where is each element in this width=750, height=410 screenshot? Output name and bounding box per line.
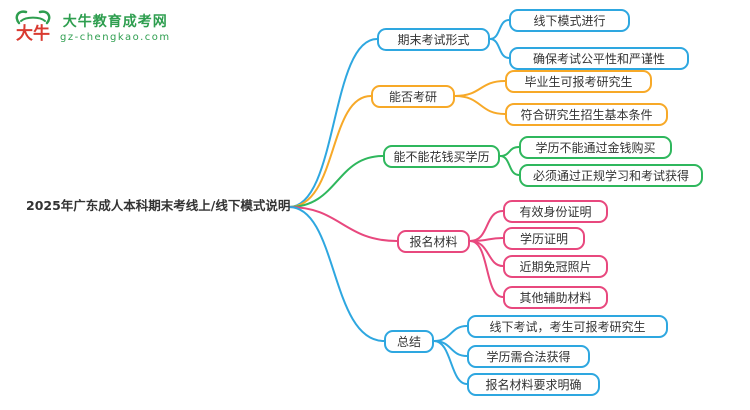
root-topic: 2025年广东成人本科期末考线上/线下模式说明 xyxy=(26,198,291,213)
logo-mark-text: 大牛 xyxy=(16,23,50,44)
child-formal-study: 必须通过正规学习和考试获得 xyxy=(519,164,703,187)
child-no-money-buy: 学历不能通过金钱购买 xyxy=(519,136,672,159)
site-logo: 大牛 大牛教育成考网 gz-chengkao.com xyxy=(12,8,171,48)
branch-summary: 总结 xyxy=(384,330,434,353)
child-summary-legal: 学历需合法获得 xyxy=(467,345,590,368)
branch-buy-diploma: 能不能花钱买学历 xyxy=(383,145,500,168)
child-photos: 近期免冠照片 xyxy=(503,255,608,278)
child-summary-materials: 报名材料要求明确 xyxy=(467,373,600,396)
branch-materials: 报名材料 xyxy=(397,230,470,253)
child-other-materials: 其他辅助材料 xyxy=(503,286,608,309)
branch-exam-format: 期末考试形式 xyxy=(377,28,490,51)
child-diploma-proof: 学历证明 xyxy=(503,227,585,250)
brand-name: 大牛教育成考网 xyxy=(62,13,168,30)
bull-logo-icon: 大牛 xyxy=(15,10,51,44)
child-offline-mode: 线下模式进行 xyxy=(509,9,630,32)
child-grad-apply: 毕业生可报考研究生 xyxy=(505,70,652,93)
child-summary-offline: 线下考试，考生可报考研究生 xyxy=(467,315,668,338)
child-fairness: 确保考试公平性和严谨性 xyxy=(509,47,689,70)
child-id-proof: 有效身份证明 xyxy=(503,200,608,223)
child-grad-conditions: 符合研究生招生基本条件 xyxy=(505,103,668,126)
brand-domain: gz-chengkao.com xyxy=(60,31,171,43)
branch-postgrad: 能否考研 xyxy=(371,85,455,108)
